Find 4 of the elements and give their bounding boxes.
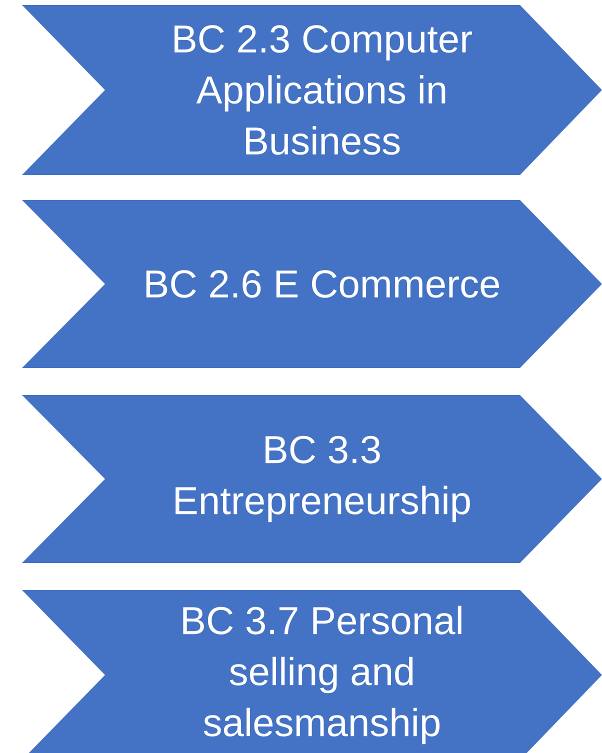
chevron-banner: BC 2.6 E Commerce <box>22 200 602 368</box>
chevron-banner: BC 3.3 Entrepreneurship <box>22 395 602 563</box>
chevron-banner: BC 2.3 Computer Applications in Business <box>22 5 602 175</box>
chevron-banner: BC 3.7 Personal selling and salesmanship <box>22 590 602 753</box>
